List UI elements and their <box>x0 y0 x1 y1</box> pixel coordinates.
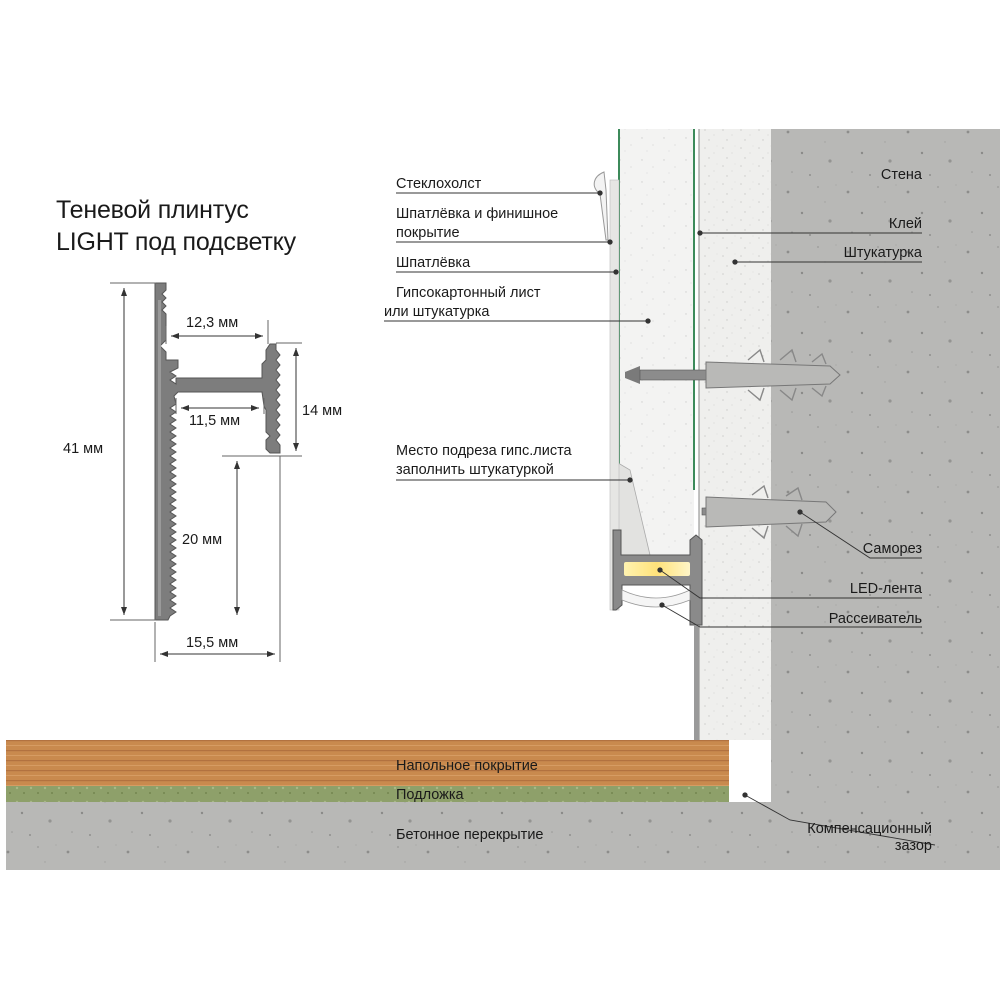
leader-led <box>659 569 922 599</box>
drywall-sheet <box>619 129 694 555</box>
expansion-gap <box>729 740 771 802</box>
diagram-title-line1: Теневой плинтус <box>56 196 249 224</box>
leader-diffuser <box>661 604 922 628</box>
wall-section <box>6 129 1000 870</box>
screw-dowel-1 <box>625 348 841 402</box>
dim-label-12-3: 12,3 мм <box>186 315 239 331</box>
profile-shape <box>154 282 281 621</box>
underlay <box>6 786 729 802</box>
wall-lower <box>771 740 1000 802</box>
label-wall: Стена <box>880 167 922 183</box>
label-cut-1: Место подреза гипс.листа <box>396 443 572 459</box>
label-led: LED-лента <box>849 581 922 597</box>
label-underlay: Подложка <box>396 787 464 803</box>
label-flooring: Напольное покрытие <box>396 758 538 774</box>
label-gap-1: Компенсационный <box>807 821 932 837</box>
label-drywall-1: Гипсокартонный лист <box>396 285 541 301</box>
label-gap-2: зазор <box>894 838 932 854</box>
label-slab: Бетонное перекрытие <box>396 827 544 843</box>
leader-screw <box>799 511 922 559</box>
wall-base-edge <box>694 625 699 740</box>
dim-label-14: 14 мм <box>302 403 343 419</box>
label-fiberglass: Стеклохолст <box>396 176 482 192</box>
diffuser <box>621 589 691 608</box>
concrete-wall <box>771 129 1000 740</box>
label-putty: Шпатлёвка <box>396 255 471 271</box>
screw-dowel-2 <box>701 484 837 540</box>
fiberglass-sheet <box>593 171 609 241</box>
mounted-profile <box>612 529 703 626</box>
diagram-title-line2: LIGHT под подсветку <box>56 228 296 256</box>
flooring <box>6 740 729 786</box>
profile-cross-section <box>110 282 302 662</box>
concrete-slab <box>6 802 1000 870</box>
dim-label-20: 20 мм <box>182 532 223 548</box>
leader-gap <box>744 794 936 846</box>
profile-highlight <box>158 300 161 616</box>
label-cut-2: заполнить штукатуркой <box>396 462 554 478</box>
plaster-layer <box>699 129 771 740</box>
label-plaster: Штукатурка <box>843 245 922 261</box>
dim-label-15-5: 15,5 мм <box>186 635 239 651</box>
dim-label-41: 41 мм <box>63 441 104 457</box>
label-putty-finish-1: Шпатлёвка и финишное <box>396 206 559 222</box>
dim-label-11-5: 11,5 мм <box>189 413 241 429</box>
led-strip <box>624 562 690 576</box>
label-putty-finish-2: покрытие <box>396 225 460 241</box>
label-glue: Клей <box>888 216 922 232</box>
label-screw: Саморез <box>862 541 922 557</box>
leader-lines <box>384 190 936 846</box>
label-drywall-2: или штукатурка <box>384 304 490 320</box>
label-diffuser: Рассеиватель <box>828 611 922 627</box>
